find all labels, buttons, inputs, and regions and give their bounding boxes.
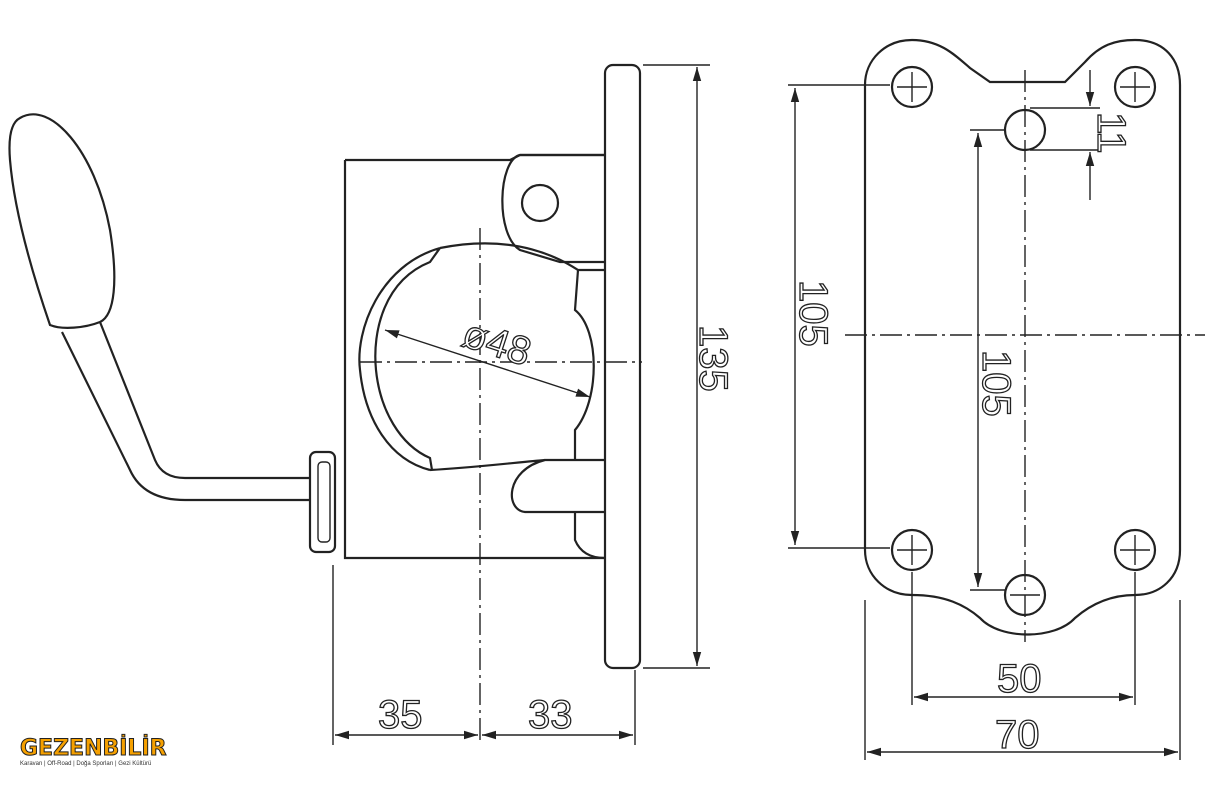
width-right-dim-label: 33 [528,693,573,737]
handle-lever [61,321,310,502]
mounting-plate [863,38,1182,636]
width-left-dim-label: 35 [378,693,423,737]
outer-vertical-dim-label: 105 [791,280,835,347]
side-view: ø48 135 35 33 [8,63,736,745]
logo-tagline: Karavan | Off-Road | Doğa Sporları | Gez… [20,761,152,767]
slot-offset-dim-label: 11 [1089,112,1133,154]
bore-diameter-label: ø48 [457,312,536,375]
logo-name: GEZENBİLİR [20,736,168,761]
front-view: 105 105 11 50 70 [788,38,1205,760]
collar [308,450,337,554]
handle-grip [8,113,116,329]
horizontal-hole-dim-label: 50 [997,657,1042,701]
gezenbilir-logo: GEZENBİLİR Karavan | Off-Road | Doğa Spo… [20,736,170,781]
pin [429,458,606,560]
bore-dim-line [384,329,591,398]
plate-width-dim-label: 70 [995,713,1040,757]
ear [501,153,605,264]
ear-hole [520,183,560,223]
inner-vertical-dim-label: 105 [974,350,1018,417]
bore-arc [358,246,441,472]
height-dim-label: 135 [691,325,735,392]
flange-plate [603,63,642,670]
